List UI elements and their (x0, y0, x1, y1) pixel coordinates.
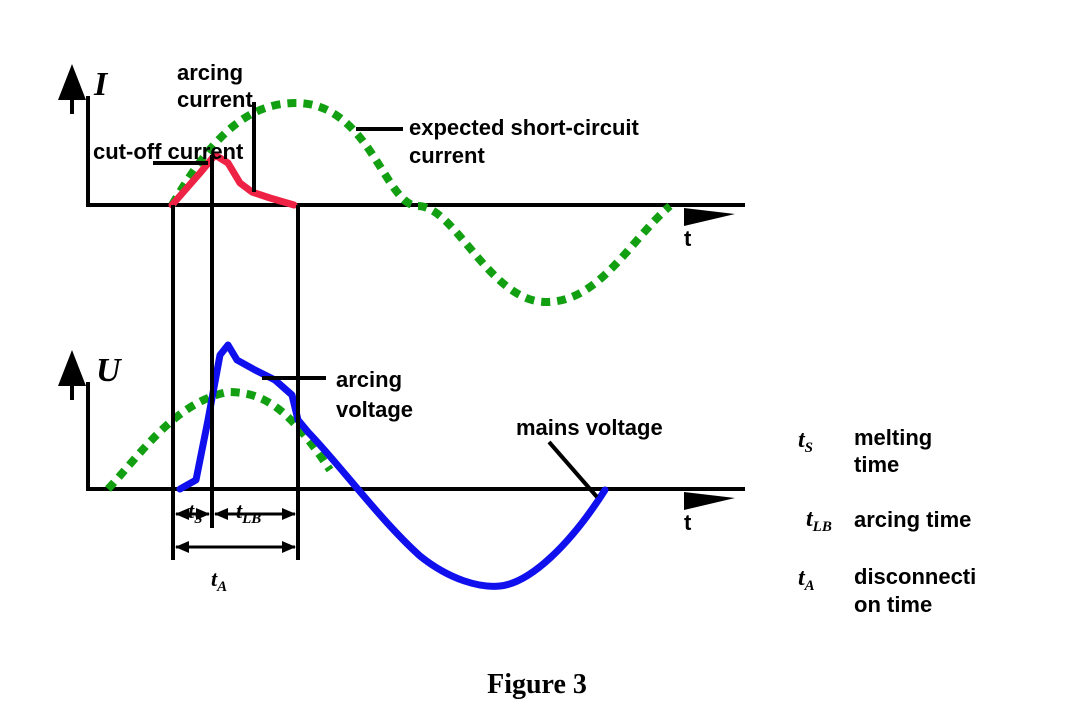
interval-arrows (175, 508, 296, 553)
current-time-label: t (684, 226, 692, 251)
current-axes: I t (58, 64, 745, 251)
legend-ta-text-line2: on time (854, 592, 932, 617)
ts-left-arrow-icon (175, 508, 189, 520)
tlb-left-arrow-icon (214, 508, 228, 520)
legend-ta-text-line1: disconnecti (854, 564, 976, 589)
legend-ts-text-line2: time (854, 452, 899, 477)
ts-interval-label: tS (188, 498, 202, 527)
current-y-arrow-icon (58, 64, 86, 100)
legend-tlb-text: arcing time (854, 507, 971, 532)
ta-interval-label: tA (211, 566, 227, 595)
voltage-axes: U t (58, 350, 745, 535)
legend: tS melting time tLB arcing time tA disco… (798, 425, 976, 617)
expected-short-circuit-curve (168, 98, 673, 307)
ts-right-arrow-icon (196, 508, 210, 520)
arcing-voltage-label-line1: arcing (336, 367, 402, 392)
tlb-interval-label: tLB (236, 498, 261, 527)
arcing-voltage-label-line2: voltage (336, 397, 413, 422)
expected-current-label-line2: current (409, 143, 485, 168)
voltage-y-arrow-icon (58, 350, 86, 386)
ta-left-arrow-icon (175, 541, 189, 553)
ta-right-arrow-icon (282, 541, 296, 553)
legend-ts-symbol: tS (798, 427, 813, 456)
legend-ts-text-line1: melting (854, 425, 932, 450)
legend-tlb-symbol: tLB (806, 506, 832, 535)
current-x-arrow-icon (684, 208, 735, 226)
legend-ta-symbol: tA (798, 565, 815, 594)
mains-voltage-pointer-line (547, 440, 599, 499)
expected-current-label-line1: expected short-circuit (409, 115, 640, 140)
voltage-axis-symbol: U (96, 352, 123, 389)
voltage-x-arrow-icon (684, 492, 735, 510)
tlb-right-arrow-icon (282, 508, 296, 520)
arc-current-curve (168, 151, 298, 209)
arcing-current-label-line2: current (177, 87, 253, 112)
figure-caption: Figure 3 (487, 669, 587, 700)
time-markers (171, 102, 300, 560)
voltage-time-label: t (684, 510, 692, 535)
current-axis-symbol: I (93, 66, 109, 103)
mains-voltage-label: mains voltage (516, 415, 663, 440)
cut-off-current-label: cut-off current (93, 139, 244, 164)
arcing-current-label-line1: arcing (177, 60, 243, 85)
